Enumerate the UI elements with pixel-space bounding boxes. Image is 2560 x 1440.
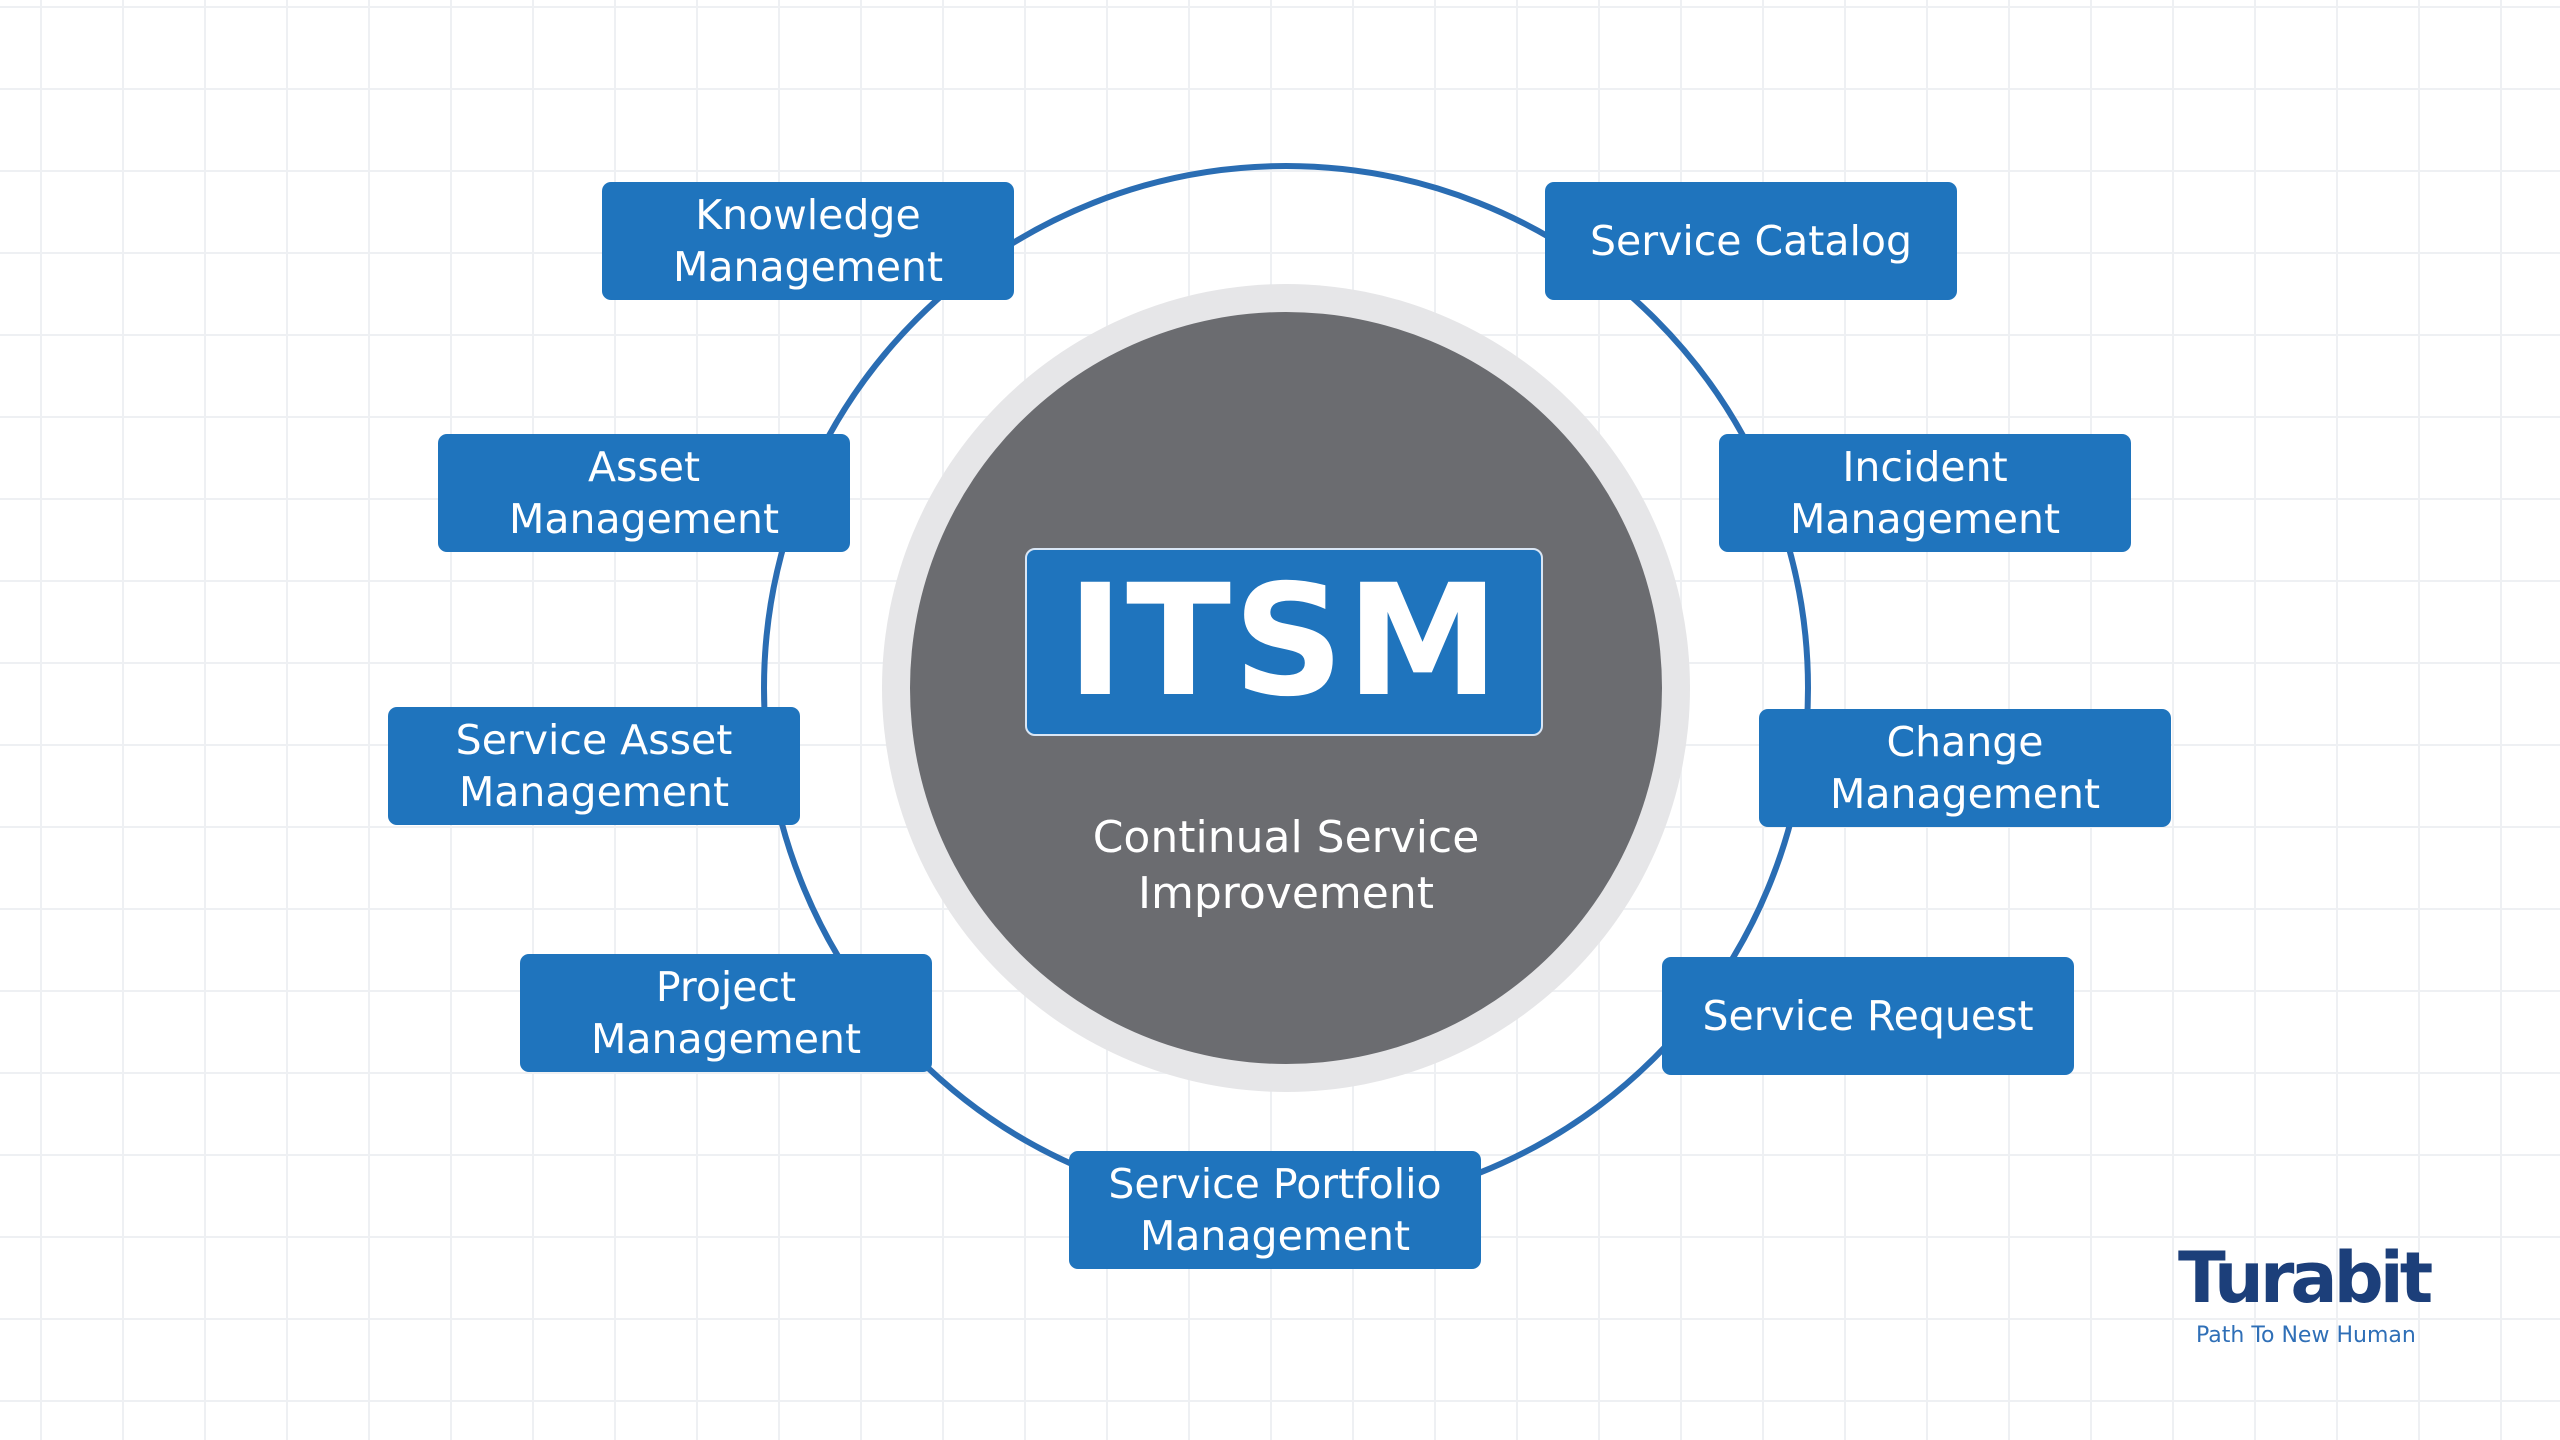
node-asset-management[interactable]: Asset Management	[438, 434, 850, 552]
node-incident-management[interactable]: Incident Management	[1719, 434, 2131, 552]
node-service-request[interactable]: Service Request	[1662, 957, 2074, 1075]
node-service-asset-management[interactable]: Service Asset Management	[388, 707, 800, 825]
node-project-management[interactable]: Project Management	[520, 954, 932, 1072]
itsm-title: ITSM	[1025, 548, 1543, 736]
node-service-catalog[interactable]: Service Catalog	[1545, 182, 1957, 300]
node-service-portfolio-management[interactable]: Service Portfolio Management	[1069, 1151, 1481, 1269]
node-knowledge-management[interactable]: Knowledge Management	[602, 182, 1014, 300]
node-change-management[interactable]: Change Management	[1759, 709, 2171, 827]
center-caption: Continual Service Improvement	[1092, 812, 1480, 919]
turabit-logo: Turabit Path To New Human	[2170, 1237, 2433, 1356]
logo-tagline: Path To New Human	[2196, 1323, 2416, 1348]
logo-wordmark: Turabit	[2178, 1237, 2433, 1319]
